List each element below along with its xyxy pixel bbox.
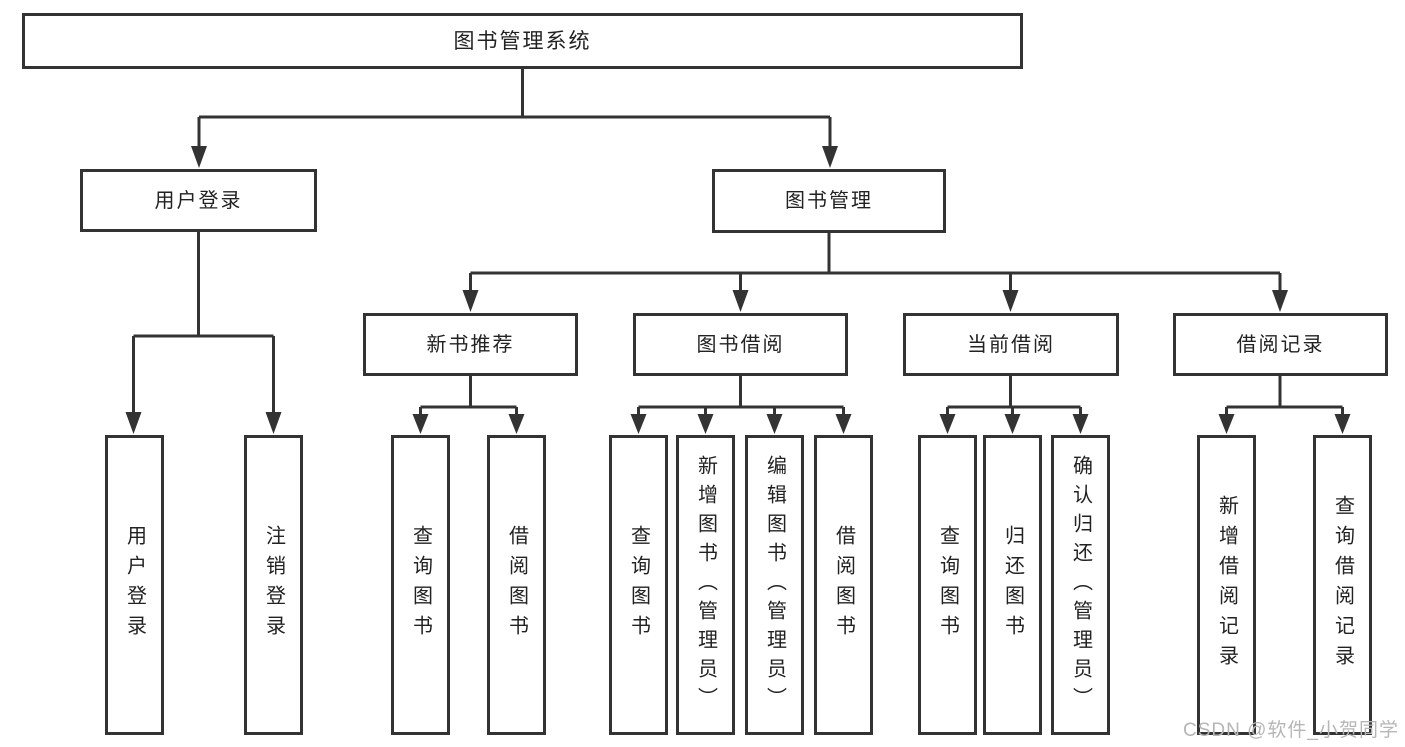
leaf-confirm-return-admin: 确认归还（管理员） [1051, 435, 1110, 735]
leaf-add-books-admin: 新增图书（管理员） [676, 435, 735, 735]
leaf-user-login: 用户登录 [105, 435, 164, 735]
node-book-borrowing: 图书借阅 [633, 313, 848, 376]
node-new-book-recommend: 新书推荐 [363, 313, 578, 376]
node-borrowing-records: 借阅记录 [1173, 313, 1388, 376]
node-library-system: 图书管理系统 [22, 13, 1023, 69]
leaf-borrow-books-recommend: 借阅图书 [487, 435, 546, 735]
leaf-edit-books-admin: 编辑图书（管理员） [745, 435, 804, 735]
leaf-logout: 注销登录 [244, 435, 303, 735]
node-book-management: 图书管理 [712, 169, 946, 233]
leaf-query-books-recommend: 查询图书 [391, 435, 450, 735]
leaf-query-books-current: 查询图书 [918, 435, 977, 735]
leaf-query-books-borrowing: 查询图书 [609, 435, 668, 735]
leaf-borrow-books: 借阅图书 [814, 435, 873, 735]
leaf-add-borrow-record: 新增借阅记录 [1197, 435, 1256, 735]
leaf-query-borrow-record: 查询借阅记录 [1313, 435, 1372, 735]
leaf-return-books: 归还图书 [983, 435, 1042, 735]
node-user-login: 用户登录 [80, 169, 317, 232]
node-current-borrowing: 当前借阅 [903, 313, 1119, 376]
csdn-watermark: CSDN @软件_小贺同学 [1183, 720, 1399, 741]
